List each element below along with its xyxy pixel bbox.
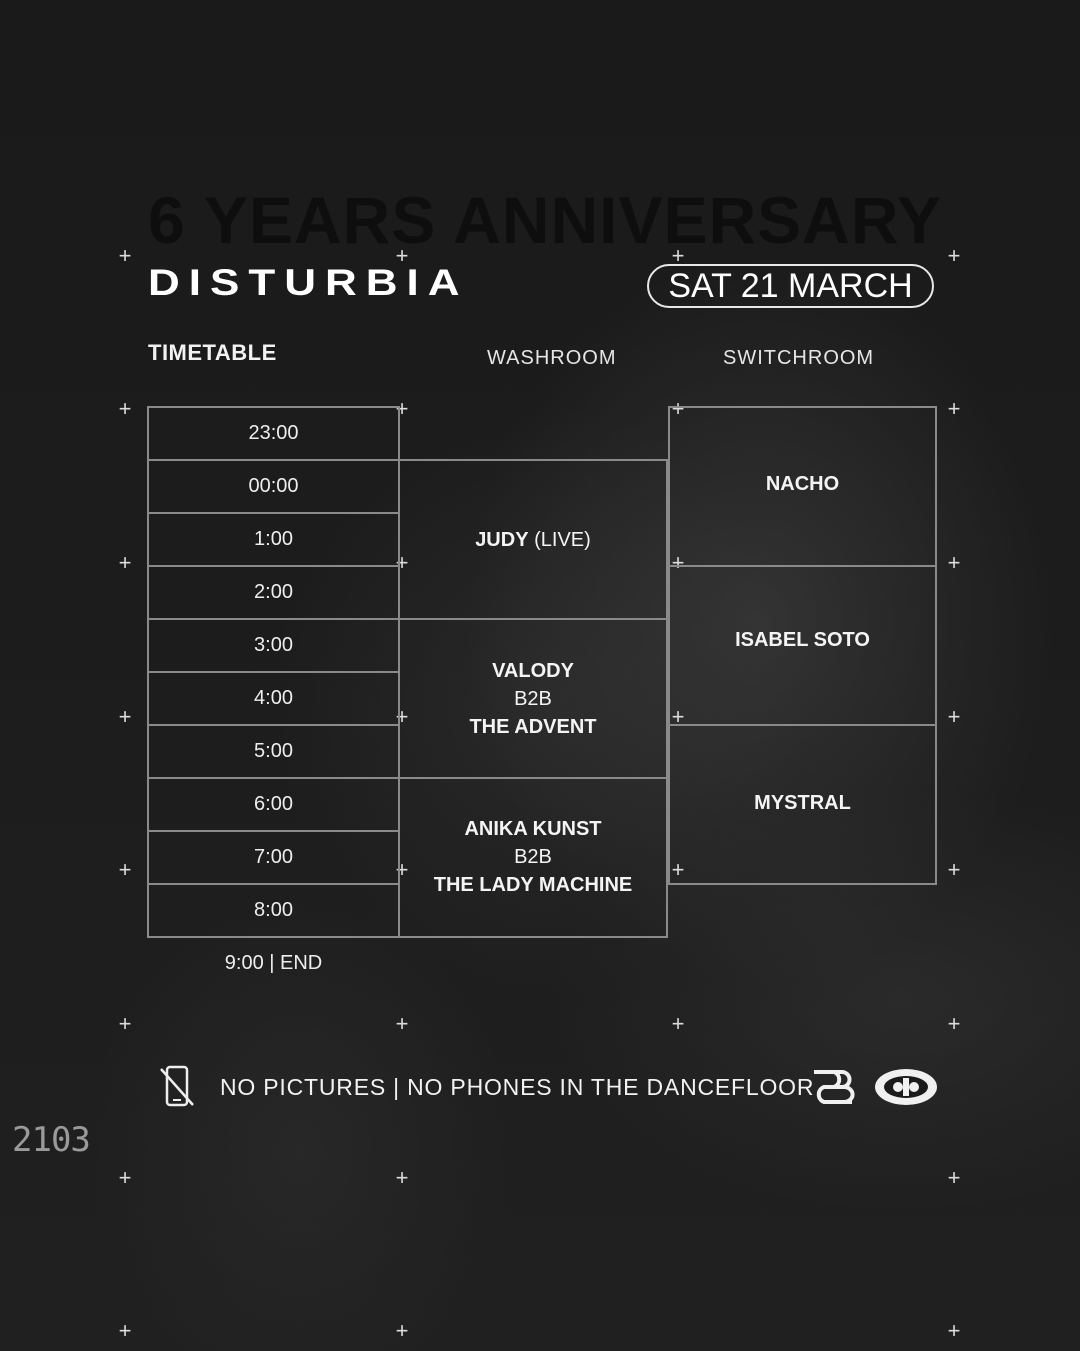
plus-marker: + [118, 1318, 132, 1343]
room-label-washroom: WASHROOM [487, 347, 617, 369]
plus-marker: + [118, 550, 132, 575]
plus-marker: + [671, 704, 685, 729]
switchroom-act-isabel: ISABEL SOTO [670, 626, 935, 654]
plus-marker: + [947, 243, 961, 268]
time-slot: 1:00 [254, 528, 293, 550]
time-slot: 8:00 [254, 899, 293, 921]
time-slot: 2:00 [254, 581, 293, 603]
end-time: 9:00 | END [224, 952, 323, 974]
footer-notice: NO PICTURES | NO PHONES IN THE DANCEFLOO… [220, 1074, 815, 1100]
grid-line [147, 512, 400, 514]
plus-marker: + [118, 1011, 132, 1036]
washroom-act-judy: JUDY (LIVE) [400, 526, 666, 554]
artist-name: THE ADVENT [469, 716, 597, 738]
time-slot: 6:00 [254, 793, 293, 815]
timetable-heading: TIMETABLE [148, 340, 277, 365]
plus-marker: + [395, 1011, 409, 1036]
plus-marker: + [671, 396, 685, 421]
switchroom-act-nacho: NACHO [670, 470, 935, 498]
plus-marker: + [395, 1165, 409, 1190]
grid-line [147, 671, 400, 673]
artist-name: VALODY [492, 660, 574, 682]
plus-marker: + [118, 704, 132, 729]
time-slot: 23:00 [248, 422, 299, 444]
grid-line [398, 777, 668, 779]
time-slot: 5:00 [254, 740, 293, 762]
plus-marker: + [395, 1318, 409, 1343]
plus-marker: + [118, 1165, 132, 1190]
plus-marker: + [671, 1011, 685, 1036]
artist-name: NACHO [765, 473, 840, 495]
grid-line [147, 565, 400, 567]
disturbia-logo [810, 1066, 856, 1108]
grid-line [147, 883, 400, 885]
grid-line [935, 406, 937, 885]
date-badge: SAT 21 MARCH [647, 264, 934, 308]
no-phone-icon [158, 1064, 196, 1110]
plus-marker: + [947, 857, 961, 882]
artist-name: JUDY [475, 529, 529, 551]
grid-line [668, 406, 670, 885]
club-logo [872, 1066, 940, 1108]
plus-marker: + [947, 550, 961, 575]
grid-line [147, 724, 400, 726]
grid-line [668, 565, 937, 567]
switchroom-act-mystral: MYSTRAL [670, 789, 935, 817]
plus-marker: + [671, 243, 685, 268]
b2b-label: B2B [514, 846, 552, 868]
grid-line [147, 406, 400, 408]
side-code: 2103 [12, 1120, 91, 1160]
plus-marker: + [671, 550, 685, 575]
plus-marker: + [118, 396, 132, 421]
grid-line [147, 936, 400, 938]
b2b-label: B2B [514, 688, 552, 710]
grid-line [668, 883, 937, 885]
grid-line [398, 459, 668, 461]
time-slot: 3:00 [254, 634, 293, 656]
grid-line [147, 777, 400, 779]
grid-line [147, 830, 400, 832]
washroom-act-anika: ANIKA KUNST B2B THE LADY MACHINE [400, 815, 666, 899]
washroom-act-valody: VALODY B2B THE ADVENT [400, 657, 666, 741]
grid-line [147, 618, 400, 620]
plus-marker: + [118, 243, 132, 268]
artist-name: MYSTRAL [754, 792, 851, 814]
artist-note: (LIVE) [534, 529, 591, 551]
brand-title: DISTURBIA [148, 262, 469, 304]
artist-name: ANIKA KUNST [464, 818, 602, 840]
artist-name: ISABEL SOTO [735, 629, 870, 651]
grid-line [668, 406, 937, 408]
grid-line [668, 724, 937, 726]
grid-line [147, 459, 400, 461]
plus-marker: + [395, 243, 409, 268]
plus-marker: + [947, 1318, 961, 1343]
time-slot: 7:00 [254, 846, 293, 868]
plus-marker: + [947, 1165, 961, 1190]
time-slot: 00:00 [248, 475, 299, 497]
artist-name: THE LADY MACHINE [433, 874, 633, 896]
plus-marker: + [947, 396, 961, 421]
grid-line [398, 936, 668, 938]
time-slot: 4:00 [254, 687, 293, 709]
room-label-switchroom: SWITCHROOM [723, 347, 875, 369]
plus-marker: + [671, 857, 685, 882]
grid-line [666, 459, 668, 938]
grid-line [398, 618, 668, 620]
anniversary-title: 6 YEARS ANNIVERSARY [148, 183, 943, 257]
plus-marker: + [947, 704, 961, 729]
plus-marker: + [118, 857, 132, 882]
plus-marker: + [947, 1011, 961, 1036]
